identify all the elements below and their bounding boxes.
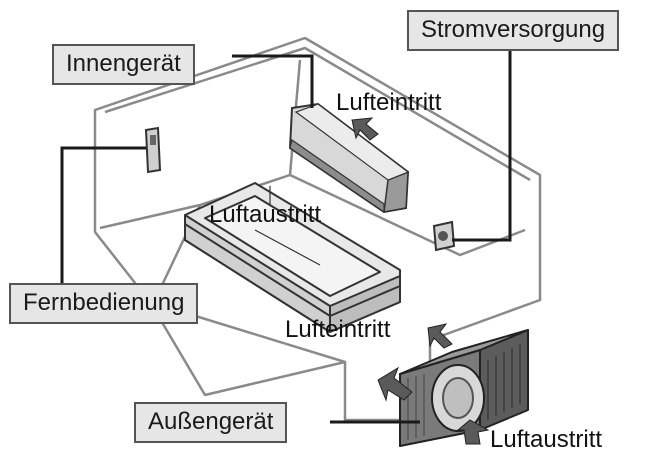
arrow-intake-top — [351, 117, 379, 141]
indoor-unit-drawing — [288, 102, 410, 214]
arrow-outlet-bottom — [456, 419, 490, 445]
airflow-arrows — [351, 117, 490, 445]
arrow-intake-bottom — [427, 323, 453, 349]
leader-remote — [60, 146, 146, 283]
outdoor-unit-drawing — [399, 329, 529, 447]
power-supply-label: Stromversorgung — [407, 10, 620, 51]
leader-indoor — [232, 54, 314, 108]
remote-control-drawing — [144, 126, 162, 174]
leader-power — [452, 46, 512, 242]
floor-unit-drawing — [184, 182, 401, 333]
power-socket-drawing — [432, 220, 456, 252]
remote-control-label: Fernbedienung — [9, 283, 199, 324]
air-outlet-bottom-label: Luftaustritt — [490, 426, 603, 453]
arrow-intake-left — [377, 366, 413, 402]
air-intake-top-label: Lufteintritt — [336, 89, 442, 116]
outdoor-unit-label: Außengerät — [134, 402, 288, 443]
leader-lines — [60, 46, 512, 424]
air-intake-bottom-label: Lufteintritt — [285, 316, 391, 343]
indoor-unit-label: Innengerät — [52, 44, 195, 85]
air-outlet-middle-label: Luftaustritt — [209, 201, 322, 228]
